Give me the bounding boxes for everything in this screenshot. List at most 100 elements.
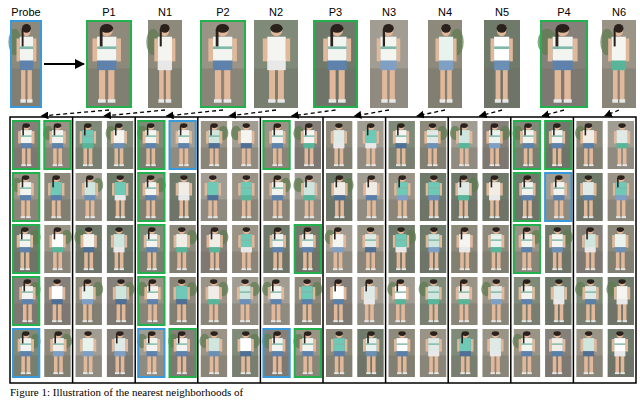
ponytail	[367, 334, 369, 344]
leg	[495, 199, 499, 216]
shoe	[491, 320, 495, 322]
shoe	[623, 320, 627, 322]
head	[616, 332, 623, 338]
street-ground	[545, 251, 571, 273]
leg	[303, 251, 307, 268]
image-node: P2	[200, 4, 246, 108]
photo-background	[357, 173, 383, 221]
street-ground	[263, 251, 289, 273]
ponytail	[396, 282, 398, 292]
leg	[618, 303, 622, 320]
hair	[441, 24, 451, 33]
image-frame	[540, 20, 588, 108]
arm	[283, 183, 286, 195]
leg	[616, 251, 620, 268]
arm	[331, 183, 334, 195]
ponytail	[23, 282, 25, 292]
shirt-stripe	[553, 187, 564, 188]
shoe	[460, 268, 464, 270]
arm	[345, 183, 348, 195]
leg	[497, 251, 501, 268]
arm	[548, 38, 553, 61]
shoe	[166, 99, 172, 103]
arm	[613, 183, 616, 195]
shoe	[402, 268, 406, 270]
image-label: P1	[86, 4, 132, 20]
street-ground	[44, 251, 70, 273]
head	[554, 228, 561, 234]
arm	[93, 287, 96, 299]
street-ground	[576, 199, 602, 221]
shoe	[440, 99, 446, 103]
shoe	[213, 216, 217, 218]
shirt-stripe	[270, 291, 281, 292]
street-ground	[540, 68, 588, 108]
person-image	[170, 121, 196, 169]
photo-background	[170, 121, 196, 169]
ponytail	[178, 334, 180, 344]
shoe	[309, 164, 313, 166]
leg	[465, 303, 469, 320]
arm	[330, 287, 333, 299]
shirt-stripe	[52, 135, 63, 136]
shirt-stripe	[20, 343, 31, 344]
arm	[158, 287, 161, 299]
person-image	[481, 277, 509, 325]
leg	[523, 199, 527, 216]
shoe	[465, 268, 469, 270]
shoe	[182, 268, 186, 270]
shoe	[619, 99, 625, 103]
shoe	[153, 320, 157, 322]
ponytail	[367, 126, 369, 136]
hair	[243, 175, 250, 180]
person-image	[313, 20, 358, 108]
photo-background	[483, 225, 509, 273]
person-image	[201, 121, 229, 169]
image-label: N1	[148, 4, 182, 20]
head	[242, 280, 249, 286]
shoe	[558, 164, 562, 166]
person-image	[86, 20, 132, 108]
shoe	[591, 268, 595, 270]
shirt	[209, 338, 220, 351]
person-image	[76, 121, 102, 169]
image-frame	[602, 20, 636, 108]
ponytail	[210, 126, 212, 136]
leg	[503, 68, 508, 100]
leg	[447, 68, 452, 100]
shoe	[617, 164, 621, 166]
leg	[397, 251, 401, 268]
hair	[492, 227, 499, 232]
leg	[622, 199, 626, 216]
shirt	[615, 234, 626, 247]
arm	[252, 131, 255, 143]
leg	[273, 199, 277, 216]
ponytail	[304, 230, 306, 240]
shoe	[340, 216, 344, 218]
leg	[153, 251, 157, 268]
head	[497, 25, 506, 36]
street-ground	[170, 199, 196, 221]
arm	[426, 235, 429, 247]
shoe	[122, 320, 126, 322]
arm	[237, 287, 240, 299]
leg	[179, 147, 183, 164]
arm	[174, 287, 177, 299]
shirt-stripe	[427, 135, 438, 136]
shoe	[152, 268, 156, 270]
highlight-frame	[138, 225, 164, 273]
shoe	[177, 268, 181, 270]
shoe	[371, 164, 375, 166]
shoe	[372, 216, 376, 218]
leg	[435, 251, 439, 268]
shoe	[522, 216, 526, 218]
arm	[563, 339, 566, 351]
leg	[27, 355, 31, 372]
leg	[528, 303, 532, 320]
ponytail	[397, 126, 399, 136]
street-ground	[13, 355, 39, 377]
arm	[519, 287, 522, 299]
street-ground	[576, 251, 602, 273]
ponytail	[148, 334, 150, 344]
arm	[172, 38, 175, 61]
